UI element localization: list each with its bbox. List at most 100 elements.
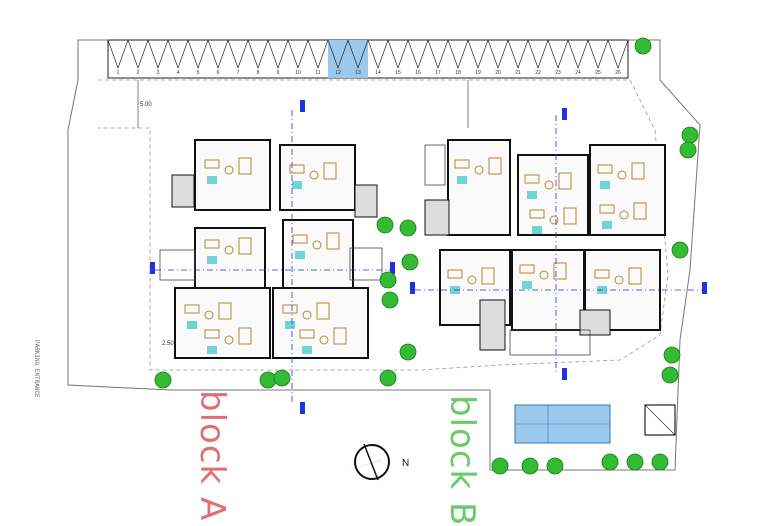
tree-icon: [154, 371, 172, 389]
sofa: [184, 304, 200, 314]
block-a-label: block A: [192, 390, 232, 522]
table: [309, 170, 319, 180]
block-b: [424, 139, 666, 356]
table: [302, 310, 312, 320]
table: [204, 310, 214, 320]
table: [619, 210, 629, 220]
table: [312, 240, 322, 250]
tree-icon: [376, 216, 394, 234]
parking-bay: [467, 39, 489, 70]
parking-bay: [187, 39, 209, 70]
parking-bay-number: 18: [455, 70, 461, 76]
bed: [633, 202, 647, 220]
parking-depth-dim: 5.00: [140, 102, 152, 108]
parking-bay-number: 22: [535, 70, 541, 76]
tree-icon: [651, 453, 669, 471]
tree-icon: [679, 141, 697, 159]
tree-icon: [491, 457, 509, 475]
block-a-dim: 2.50: [162, 341, 174, 347]
table: [224, 335, 234, 345]
tree-icon: [671, 241, 689, 259]
sofa: [204, 239, 220, 249]
bed: [333, 327, 347, 345]
parking-bay: [347, 39, 369, 70]
tree-icon: [663, 346, 681, 364]
parking-bay-highlight: [328, 40, 348, 78]
bed: [481, 267, 495, 285]
parking-bay: [247, 39, 269, 70]
parking-bay-number: 3: [157, 70, 160, 76]
parking-bay: [507, 39, 529, 70]
parking-bay: [527, 39, 549, 70]
sofa: [204, 159, 220, 169]
bed: [238, 237, 252, 255]
parking-bay-number: 25: [595, 70, 601, 76]
pump-room: [644, 404, 676, 436]
parking-bay-number: 9: [277, 70, 280, 76]
sofa: [447, 269, 463, 279]
tree-icon: [601, 453, 619, 471]
tree-icon: [546, 457, 564, 475]
tree-icon: [401, 253, 419, 271]
table: [319, 335, 329, 345]
bathroom: [207, 256, 217, 264]
bathroom: [600, 181, 610, 189]
bathroom: [457, 176, 467, 184]
parking-bay: [407, 39, 429, 70]
parking-bay-number: 23: [555, 70, 561, 76]
sofa: [289, 164, 305, 174]
tree-icon: [399, 343, 417, 361]
bathroom: [207, 346, 217, 354]
parking-bay: [447, 39, 469, 70]
parking-bay-number: 26: [615, 70, 621, 76]
parking-bay: [387, 39, 409, 70]
parking-bay-number: 19: [475, 70, 481, 76]
tree-icon: [681, 126, 699, 144]
sofa: [299, 329, 315, 339]
bathroom: [302, 346, 312, 354]
parking-bay-number: 6: [217, 70, 220, 76]
bathroom: [522, 281, 532, 289]
bed: [488, 157, 502, 175]
parking-bay: [287, 39, 309, 70]
bathroom: [292, 181, 302, 189]
table: [614, 275, 624, 285]
sofa: [454, 159, 470, 169]
bed: [316, 302, 330, 320]
tree-icon: [259, 371, 277, 389]
parking-bay-number: 7: [237, 70, 240, 76]
parking-bay: [207, 39, 229, 70]
sofa: [292, 234, 308, 244]
parking-bay-number: 14: [375, 70, 381, 76]
parking-bay: [267, 39, 289, 70]
bathroom: [187, 321, 197, 329]
parking-bay: [167, 39, 189, 70]
bed: [553, 262, 567, 280]
tree-icon: [626, 453, 644, 471]
bathroom: [295, 251, 305, 259]
bed: [628, 267, 642, 285]
parking-bay: [547, 39, 569, 70]
bathroom: [207, 176, 217, 184]
sofa: [204, 329, 220, 339]
parking-bay: [147, 39, 169, 70]
tree-icon: [273, 369, 291, 387]
sofa: [594, 269, 610, 279]
parking-bay-number: 15: [395, 70, 401, 76]
bed: [238, 157, 252, 175]
parking-bay: [567, 39, 589, 70]
bed: [218, 302, 232, 320]
pool: [514, 404, 611, 444]
block-a: [159, 139, 383, 359]
bed: [323, 162, 337, 180]
table: [224, 165, 234, 175]
section-lines: [155, 110, 705, 405]
compass-north-label: N: [402, 458, 409, 469]
parking-bay-number: 11: [315, 70, 320, 76]
sofa: [597, 164, 613, 174]
sofa: [599, 204, 615, 214]
compass-icon: N: [348, 443, 409, 481]
parking-bay-number: 17: [435, 70, 441, 76]
table: [539, 270, 549, 280]
